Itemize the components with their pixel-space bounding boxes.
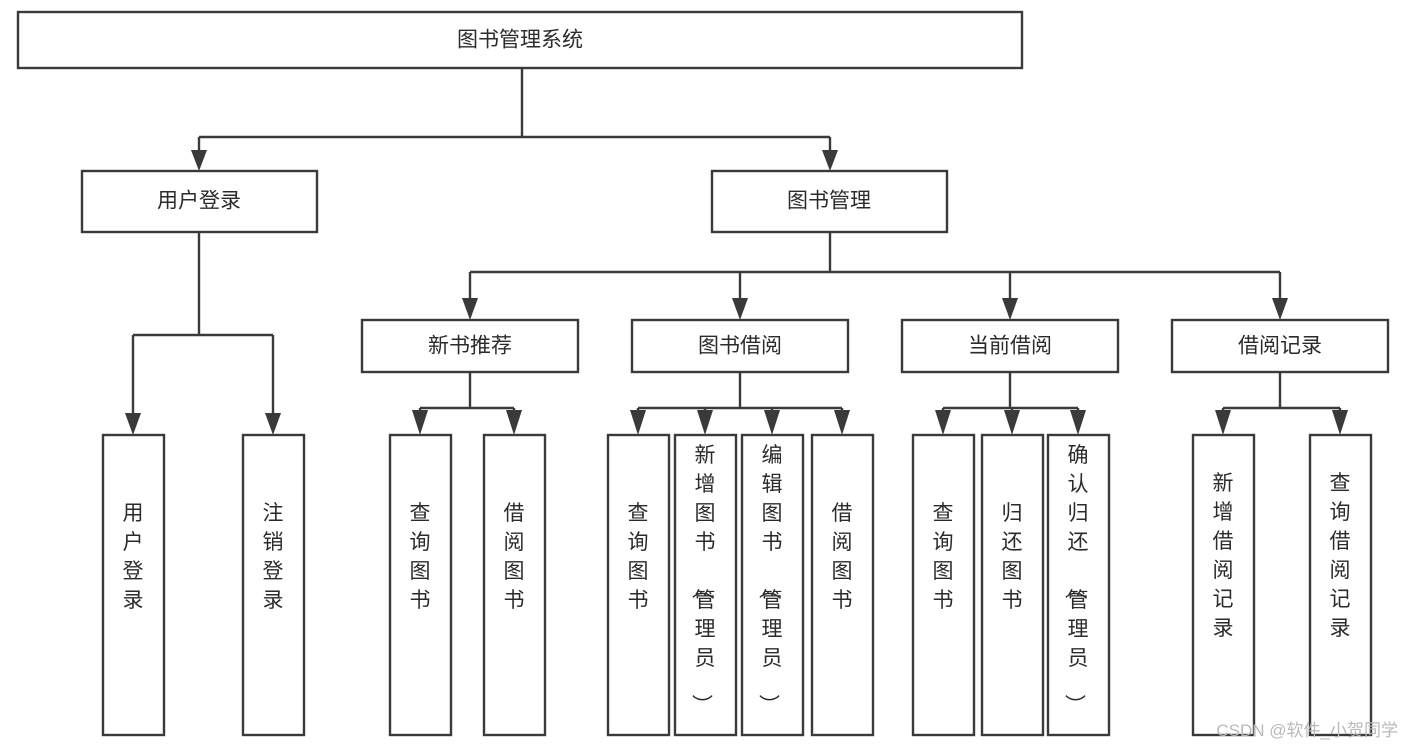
csdn-watermark: CSDN @软件_小贺同学 — [1216, 721, 1398, 740]
node-leaf-query-record-box[interactable] — [1308, 433, 1373, 737]
node-leaf-query-record[interactable]: 查询借阅记录 — [1308, 433, 1373, 737]
node-leaf-user-login-box[interactable] — [101, 433, 166, 737]
node-user-login-label: 用户登录 — [157, 190, 241, 213]
node-leaf-confirm-return-label: 确认归还（管理员） — [1063, 444, 1089, 715]
node-root[interactable]: 图书管理系统 — [16, 10, 1024, 70]
arrowhead-leaf-borrow-book-1 — [506, 410, 522, 435]
node-user-login-box[interactable] — [80, 169, 319, 234]
node-leaf-edit-book-box[interactable] — [740, 433, 805, 737]
arrowhead-leaf-query-book-3 — [935, 410, 951, 435]
arrowhead-leaf-query-book-2 — [630, 410, 646, 435]
node-leaf-borrow-book-1-box[interactable] — [482, 433, 547, 737]
node-leaf-query-book-3-label: 查询图书 — [933, 502, 954, 612]
node-leaf-query-book-1[interactable]: 查询图书 — [388, 433, 453, 737]
arrowhead-leaf-logout — [265, 413, 281, 435]
node-leaf-return-book[interactable]: 归还图书 — [980, 433, 1045, 737]
arrowhead-leaf-confirm-return — [1070, 410, 1086, 435]
node-leaf-query-book-1-label: 查询图书 — [410, 502, 431, 612]
node-new-book-recommend-label: 新书推荐 — [428, 335, 512, 358]
node-leaf-query-book-2-label: 查询图书 — [628, 502, 649, 612]
node-leaf-edit-book[interactable]: 编辑图书（管理员） — [740, 433, 805, 737]
arrowhead-current-borrow — [1002, 298, 1018, 320]
arrowhead-leaf-query-record — [1332, 410, 1348, 435]
node-borrow-record[interactable]: 借阅记录 — [1170, 318, 1390, 374]
node-leaf-query-book-3-box[interactable] — [911, 433, 976, 737]
node-leaf-logout-label: 注销登录 — [263, 502, 284, 612]
connector-layer — [125, 68, 1348, 435]
node-leaf-user-login[interactable]: 用户登录 — [101, 433, 166, 737]
node-leaf-query-book-2[interactable]: 查询图书 — [606, 433, 671, 737]
node-book-management[interactable]: 图书管理 — [710, 169, 949, 234]
node-leaf-confirm-return-box[interactable] — [1046, 433, 1111, 737]
node-new-book-recommend-box[interactable] — [360, 318, 580, 374]
node-leaf-add-book-box[interactable] — [673, 433, 738, 737]
arrowhead-new-book-recommend — [462, 298, 478, 320]
arrowhead-borrow-record — [1272, 298, 1288, 320]
node-leaf-borrow-book-1-label: 借阅图书 — [504, 502, 525, 612]
node-book-borrow[interactable]: 图书借阅 — [630, 318, 850, 374]
arrowhead-leaf-add-record — [1215, 410, 1231, 435]
node-leaf-query-book-2-box[interactable] — [606, 433, 671, 737]
node-current-borrow-box[interactable] — [900, 318, 1120, 374]
node-new-book-recommend[interactable]: 新书推荐 — [360, 318, 580, 374]
arrowhead-leaf-return-book — [1004, 410, 1020, 435]
node-book-borrow-box[interactable] — [630, 318, 850, 374]
arrowhead-leaf-add-book — [697, 410, 713, 435]
arrowhead-leaf-user-login — [125, 413, 141, 435]
node-book-borrow-label: 图书借阅 — [698, 335, 782, 358]
node-leaf-borrow-book-2[interactable]: 借阅图书 — [810, 433, 875, 737]
arrowhead-leaf-borrow-book-2 — [834, 410, 850, 435]
node-leaf-query-book-3[interactable]: 查询图书 — [911, 433, 976, 737]
node-leaf-logout-box[interactable] — [241, 433, 306, 737]
arrowhead-leaf-edit-book — [764, 410, 780, 435]
node-book-management-label: 图书管理 — [787, 190, 871, 213]
node-leaf-query-record-label: 查询借阅记录 — [1330, 472, 1351, 640]
arrowhead-book-management — [822, 150, 838, 171]
node-user-login[interactable]: 用户登录 — [80, 169, 319, 234]
node-leaf-borrow-book-2-box[interactable] — [810, 433, 875, 737]
node-leaf-confirm-return[interactable]: 确认归还（管理员） — [1046, 433, 1111, 737]
node-leaf-borrow-book-2-label: 借阅图书 — [832, 502, 853, 612]
node-leaf-logout[interactable]: 注销登录 — [241, 433, 306, 737]
node-current-borrow[interactable]: 当前借阅 — [900, 318, 1120, 374]
node-current-borrow-label: 当前借阅 — [968, 335, 1052, 358]
node-leaf-borrow-book-1[interactable]: 借阅图书 — [482, 433, 547, 737]
node-root-label: 图书管理系统 — [457, 29, 583, 52]
arrowhead-user-login — [191, 150, 207, 171]
node-book-management-box[interactable] — [710, 169, 949, 234]
node-borrow-record-box[interactable] — [1170, 318, 1390, 374]
node-leaf-user-login-label: 用户登录 — [123, 502, 144, 612]
node-leaf-edit-book-label: 编辑图书（管理员） — [757, 444, 783, 715]
node-leaf-add-record-label: 新增借阅记录 — [1213, 472, 1234, 640]
node-leaf-add-book-label: 新增图书（管理员） — [690, 444, 716, 715]
node-leaf-return-book-box[interactable] — [980, 433, 1045, 737]
node-root-box[interactable] — [16, 10, 1024, 70]
node-borrow-record-label: 借阅记录 — [1238, 335, 1322, 358]
node-leaf-add-record[interactable]: 新增借阅记录 — [1191, 433, 1256, 737]
node-leaf-add-book[interactable]: 新增图书（管理员） — [673, 433, 738, 737]
node-leaf-add-record-box[interactable] — [1191, 433, 1256, 737]
arrowhead-leaf-query-book-1 — [412, 410, 428, 435]
node-leaf-return-book-label: 归还图书 — [1002, 502, 1023, 612]
node-leaf-query-book-1-box[interactable] — [388, 433, 453, 737]
arrowhead-book-borrow — [732, 298, 748, 320]
